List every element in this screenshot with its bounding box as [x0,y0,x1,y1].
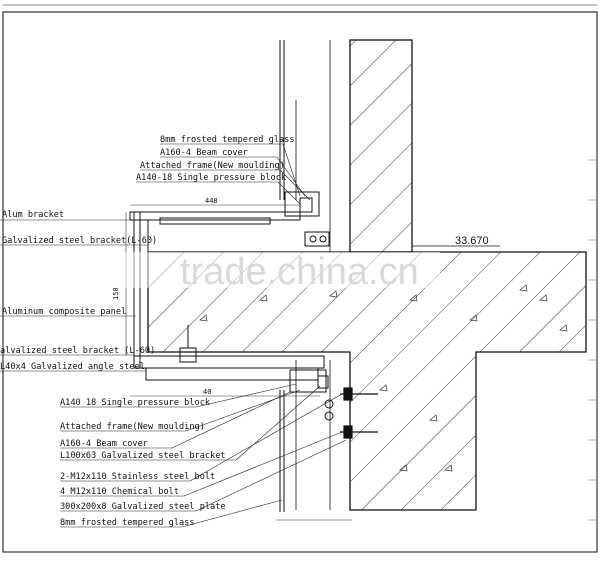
label-l100-bracket: L100x63 Galvalized steel bracket [60,451,226,461]
glass-pane-upper [279,40,285,200]
aggregate-marks [199,284,568,472]
label-chemical-bolt: 4 M12x110 Chemical bolt [60,487,179,497]
dim-top-width: 448 [205,197,218,205]
bottom-bracket-assembly [133,325,334,421]
dimension-lines [125,204,352,521]
label-acp: Aluminum composite panel [2,307,126,317]
label-angle-steel: L40x4 Galvalized angle steel [0,362,145,372]
label-glass-top: 8mm frosted tempered glass [160,135,295,145]
label-steel-plate: 300x200x8 Galvalized steel plate [60,502,226,512]
leaders-top [136,143,311,205]
concrete-column-upper [349,39,413,253]
top-bracket-assembly [129,191,330,247]
scale-ticks [588,159,597,521]
label-attached-frame-top: Attached frame(New moulding) [140,161,285,171]
label-galv-bracket-top: Galvalized steel bracket(L-60) [2,236,157,246]
drawing-border [2,11,598,553]
watermark: trade.china.cn [180,251,419,293]
label-beam-cover-top: A160-4 Beam cover [160,148,248,158]
label-beam-cover-bottom: A160-4 Beam cover [60,439,148,449]
label-pressure-block-bottom: A140 18 Single pressure block [60,398,211,408]
dim-bottom-width: 40 [203,388,211,396]
composite-panel [133,212,149,368]
label-pressure-block-top: A140-18 Single pressure block [136,173,287,183]
dim-panel-height: 150 [112,287,120,300]
watermark-band [110,252,440,288]
elevation-label: 33.670 [455,235,489,247]
leaders-bottom [60,383,347,528]
label-attached-frame-bottom: Attached frame(New moulding) [60,422,205,432]
label-stainless-bolt: 2-M12x110 Stainless steel bolt [60,472,215,482]
glass-pane-lower [279,390,285,512]
label-glass-bottom: 8mm frosted tempered glass [60,518,195,528]
label-alum-bracket: Alum bracket [2,210,64,220]
chemical-bolts [340,387,378,439]
label-galv-bracket-bottom: alvalized steel bracket (L-60) [0,346,155,356]
